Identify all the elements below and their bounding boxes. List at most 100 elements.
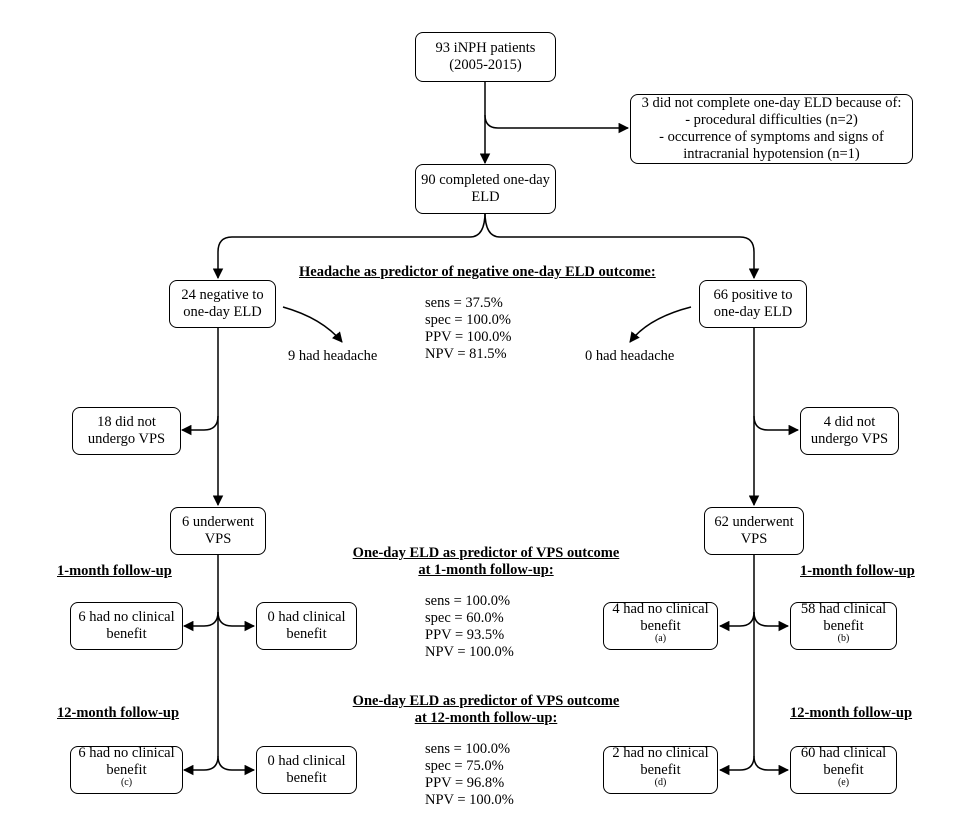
root-box: 93 iNPH patients(2005-2015) xyxy=(415,32,556,82)
fu12-label-left: 12-month follow-up xyxy=(57,705,180,721)
p12m-yes-line2: benefit (e) xyxy=(801,762,886,796)
headache-stats-title: Headache as predictor of negative one-da… xyxy=(299,264,656,280)
p12m-no-benefit: benefit xyxy=(640,761,681,778)
p12m-no-sup: (d) xyxy=(654,776,667,788)
n12m-no-sup: (c) xyxy=(120,776,133,788)
p1m-no-line1: 4 had no clinical xyxy=(612,600,709,617)
fu12-label-right: 12-month follow-up xyxy=(790,705,913,721)
arrow-p1m-no xyxy=(718,611,755,632)
arrow-pos-headache xyxy=(629,306,692,343)
n12m-no-benefit: benefit xyxy=(106,761,147,778)
p1m-yes-line1: 58 had clinical xyxy=(800,600,887,617)
positive-line1: 66 positive to xyxy=(713,287,793,303)
arrow-n12m-yes xyxy=(217,755,256,776)
negative-line1: 24 negative to xyxy=(181,287,264,303)
fu1-label-left: 1-month follow-up xyxy=(57,563,172,579)
stats-1m-sens: sens = 100.0% xyxy=(425,593,511,609)
excluded-line3: - occurrence of symptoms and signs of xyxy=(659,129,884,145)
pos-no-vps-line1: 4 did not xyxy=(823,414,876,430)
completed-line2: ELD xyxy=(471,189,500,205)
stats-12m-title2: at 12-month follow-up: xyxy=(414,710,558,726)
root-line1: 93 iNPH patients xyxy=(435,40,536,56)
arrow-p12m-yes xyxy=(753,755,790,776)
stats-1m-npv: NPV = 100.0% xyxy=(425,644,514,660)
excluded-line2: - procedural difficulties (n=2) xyxy=(685,112,858,128)
n1m-no-line1: 6 had no clinical xyxy=(78,609,175,625)
pos-vps-line2: VPS xyxy=(740,531,768,547)
stats-12m-spec: spec = 75.0% xyxy=(425,758,504,774)
neg-vps-line2: VPS xyxy=(204,531,232,547)
n1m-yes-line1: 0 had clinical xyxy=(267,609,346,625)
arrow-n1m-yes xyxy=(217,611,256,632)
root-line2: (2005-2015) xyxy=(449,57,522,73)
excluded-box: 3 did not complete one-day ELD because o… xyxy=(630,94,913,164)
p1m-yes-line2: benefit (b) xyxy=(801,618,886,652)
neg-vps-line1: 6 underwent xyxy=(181,514,255,530)
n12m-yes-benefit: benefit xyxy=(286,770,327,786)
excluded-line1: 3 did not complete one-day ELD because o… xyxy=(641,95,902,111)
n12m-yes-line2: benefit xyxy=(267,770,345,787)
n12m-no-line1: 6 had no clinical xyxy=(78,744,175,761)
p1m-yes-benefit: benefit xyxy=(823,617,864,634)
arrow-neg-headache xyxy=(282,306,343,343)
p1m-no-benefit: benefit xyxy=(640,617,681,634)
n1m-yes-benefit: benefit xyxy=(286,626,327,642)
neg-headache-text: 9 had headache xyxy=(288,348,378,364)
stats-12m-sens: sens = 100.0% xyxy=(425,741,511,757)
excluded-line4: intracranial hypotension (n=1) xyxy=(683,146,860,162)
stats-1m-title: One-day ELD as predictor of VPS outcome … xyxy=(336,545,636,579)
neg-no-vps-line1: 18 did not xyxy=(97,414,156,430)
arrow-pos-to-novps xyxy=(753,415,800,436)
n12m-yes-line1: 0 had clinical xyxy=(267,753,346,769)
headache-ppv: PPV = 100.0% xyxy=(425,329,512,345)
pos-headache-text: 0 had headache xyxy=(585,348,675,364)
p12m-yes-line1: 60 had clinical xyxy=(800,744,887,761)
p1m-yes-sup: (b) xyxy=(837,632,850,644)
n12m-no-line2: benefit (c) xyxy=(78,762,174,796)
headache-stats-block: sens = 37.5% spec = 100.0% PPV = 100.0% … xyxy=(425,295,511,363)
stats-1m-title2: at 1-month follow-up: xyxy=(418,562,554,578)
p1m-no-line2: benefit (a) xyxy=(612,618,708,652)
arrow-p1m-yes xyxy=(753,611,790,632)
stats-1m-block: sens = 100.0% spec = 60.0% PPV = 93.5% N… xyxy=(425,593,514,661)
stats-1m-spec: spec = 60.0% xyxy=(425,610,504,626)
p1m-no-sup: (a) xyxy=(654,632,667,644)
p12m-yes-sup: (e) xyxy=(837,776,850,788)
stats-12m-title1: One-day ELD as predictor of VPS outcome xyxy=(352,693,620,709)
n1m-yes-line2: benefit xyxy=(267,626,345,643)
stats-1m-ppv: PPV = 93.5% xyxy=(425,627,505,643)
arrow-n12m-no xyxy=(182,755,219,776)
arrow-to-positive xyxy=(484,211,760,280)
arrow-n1m-no xyxy=(182,611,219,632)
pos-no-vps-line2: undergo VPS xyxy=(810,431,889,447)
stats-12m-ppv: PPV = 96.8% xyxy=(425,775,505,791)
positive-line2: one-day ELD xyxy=(713,304,793,320)
negative-line2: one-day ELD xyxy=(183,304,262,320)
arrow-to-negative xyxy=(212,211,486,280)
stats-12m-block: sens = 100.0% spec = 75.0% PPV = 96.8% N… xyxy=(425,741,514,809)
headache-spec: spec = 100.0% xyxy=(425,312,511,328)
arrow-p12m-no xyxy=(718,755,755,776)
headache-sens: sens = 37.5% xyxy=(425,295,503,311)
completed-line1: 90 completed one-day xyxy=(421,172,550,188)
stats-12m-npv: NPV = 100.0% xyxy=(425,792,514,808)
n1m-no-line2: benefit xyxy=(78,626,174,643)
pos-vps-line1: 62 underwent xyxy=(714,514,794,530)
p12m-no-line1: 2 had no clinical xyxy=(612,744,709,761)
n1m-no-benefit: benefit xyxy=(106,626,147,642)
p12m-yes-benefit: benefit xyxy=(823,761,864,778)
fu1-label-right: 1-month follow-up xyxy=(800,563,915,579)
headache-npv: NPV = 81.5% xyxy=(425,346,507,362)
